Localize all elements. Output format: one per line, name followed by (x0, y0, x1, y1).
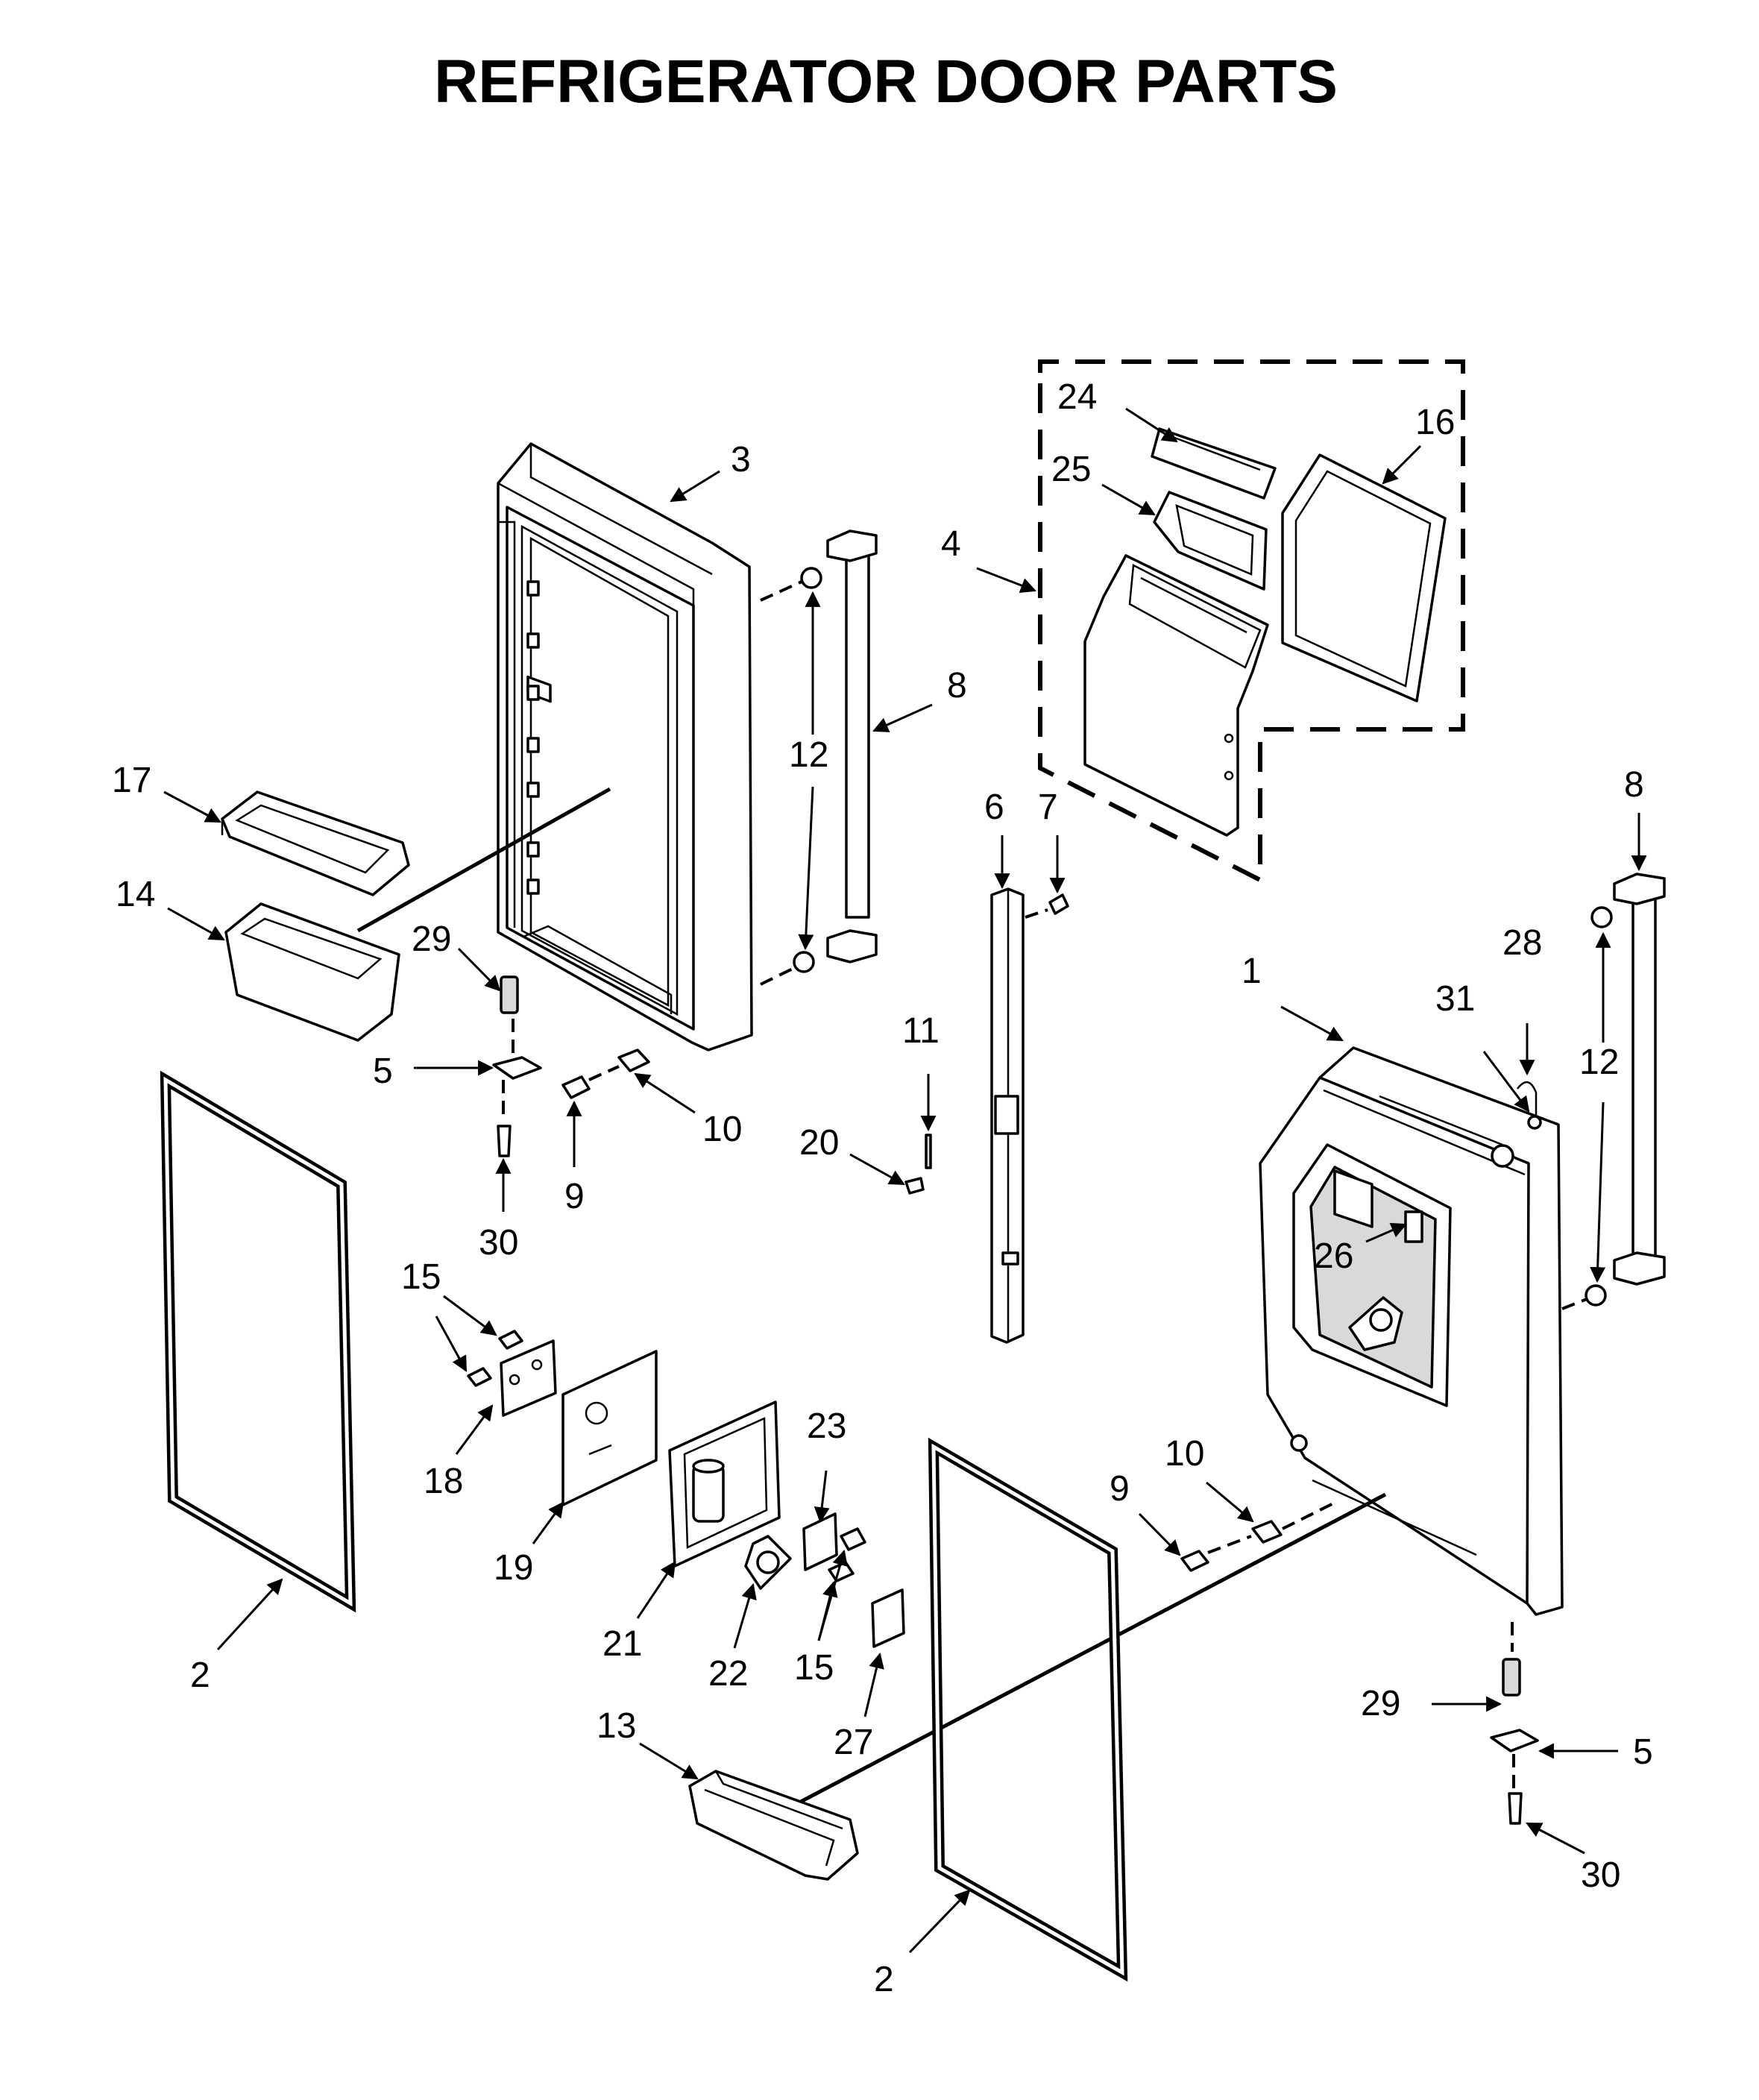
callout-22: 22 (708, 1654, 748, 1694)
callout-23: 23 (807, 1406, 846, 1446)
callout-8: 8 (947, 666, 967, 705)
callout-31: 31 (1435, 979, 1475, 1019)
callout-18: 18 (424, 1462, 463, 1501)
assembly-line-door-bin (796, 1492, 1387, 1805)
right-door-stop-parts (1180, 1501, 1335, 1572)
callout-5: 5 (373, 1051, 393, 1091)
left-door-stop-parts (561, 1049, 650, 1099)
callout-1: 1 (1242, 952, 1262, 991)
callout-15-lower: 15 (794, 1648, 834, 1688)
callout-29-right: 29 (1361, 1684, 1400, 1723)
callout-4: 4 (941, 524, 961, 564)
callout-21: 21 (602, 1624, 642, 1664)
callout-8-right: 8 (1624, 765, 1644, 805)
callout-16: 16 (1415, 403, 1455, 442)
leader-arrows (163, 407, 1647, 1954)
callout-9-right: 9 (1110, 1469, 1130, 1509)
assembly-line-bins (356, 787, 611, 933)
callout-3: 3 (731, 440, 751, 480)
left-door-handle (760, 529, 878, 986)
callout-15: 15 (401, 1257, 441, 1297)
callout-5-right: 5 (1633, 1732, 1653, 1772)
dispenser-housing (1083, 554, 1269, 837)
callout-24: 24 (1057, 377, 1097, 417)
right-door-handle (1561, 873, 1666, 1310)
callout-20: 20 (799, 1123, 839, 1163)
callout-2-right: 2 (874, 1960, 894, 1999)
left-hinge-parts (492, 975, 542, 1157)
callout-12-right: 12 (1579, 1043, 1619, 1082)
callout-25: 25 (1051, 450, 1091, 489)
callout-29: 29 (412, 919, 451, 959)
spring-11-pin-20 (904, 1134, 932, 1195)
callout-6: 6 (984, 788, 1004, 827)
callout-14: 14 (116, 875, 155, 914)
dispenser-frame-25 (1153, 491, 1268, 591)
callout-labels: 3 24 16 25 4 8 12 17 14 6 7 8 29 28 1 31… (112, 377, 1653, 1999)
callout-30-right: 30 (1581, 1855, 1620, 1895)
center-mullion-6 (990, 887, 1048, 1344)
callout-12: 12 (789, 735, 828, 775)
page-title: REFRIGERATOR DOOR PARTS (434, 48, 1338, 116)
callout-10: 10 (702, 1110, 742, 1149)
dispenser-panel-16 (1281, 453, 1447, 702)
callout-30: 30 (479, 1223, 518, 1263)
ice-maker-control-parts (467, 1330, 658, 1506)
callout-17: 17 (112, 761, 151, 800)
callout-19: 19 (494, 1548, 533, 1588)
callout-9: 9 (564, 1177, 585, 1216)
dispenser-motor-parts (668, 1400, 905, 1648)
callout-28: 28 (1502, 923, 1542, 963)
dispenser-assembly-box (1038, 359, 1465, 884)
right-door-gasket (928, 1437, 1128, 1982)
callout-27: 27 (834, 1723, 873, 1762)
callout-13: 13 (597, 1706, 636, 1746)
door-bin-lower (224, 902, 400, 1042)
dispenser-gasket-24 (1151, 427, 1277, 500)
callout-7: 7 (1038, 788, 1058, 827)
callout-26: 26 (1314, 1236, 1353, 1276)
callout-10-right: 10 (1165, 1434, 1204, 1474)
water-tube-28-31 (1517, 1081, 1542, 1130)
left-door-liner (497, 442, 753, 1051)
door-bin-upper (221, 790, 410, 896)
callout-11: 11 (902, 1011, 940, 1051)
right-hinge-parts (1490, 1622, 1539, 1825)
right-door-with-dispenser (1259, 1046, 1564, 1616)
callout-2: 2 (190, 1656, 210, 1695)
door-bin-13 (688, 1770, 859, 1881)
left-door-gasket (160, 1070, 356, 1613)
screw-7 (1048, 893, 1069, 915)
